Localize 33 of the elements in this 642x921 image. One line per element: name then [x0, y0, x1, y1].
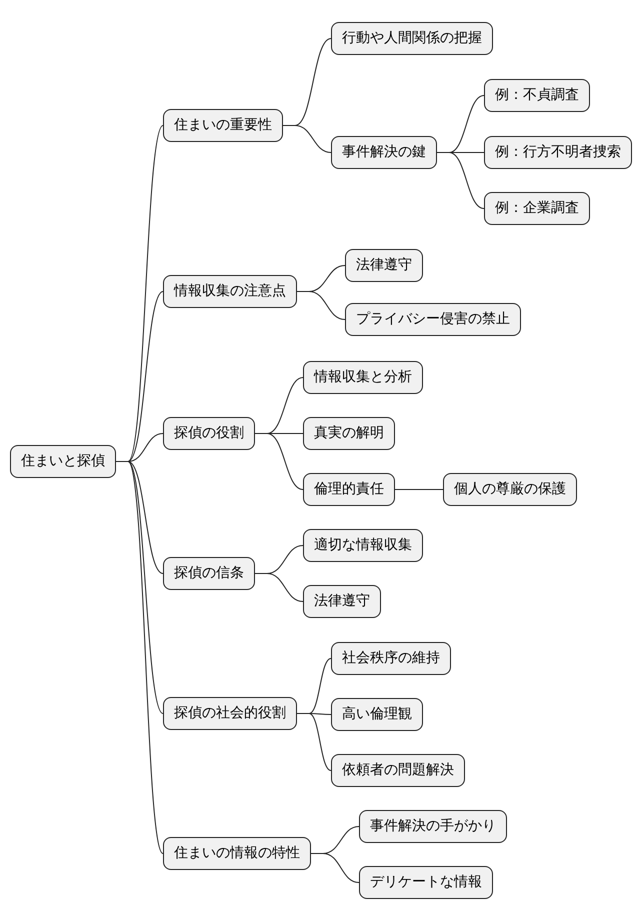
connector-line	[310, 853, 360, 883]
topic-box: 情報収集の注意点	[163, 275, 297, 308]
topic-box: 倫理的責任	[303, 473, 395, 506]
connector-line	[394, 489, 444, 490]
topic-box: デリケートな情報	[359, 866, 493, 899]
connector-line	[296, 713, 332, 771]
connector-line	[254, 433, 304, 490]
topic-box: 探偵の役割	[163, 417, 255, 450]
topic-box: 住まいと探偵	[10, 445, 116, 478]
topic-box: 事件解決の手がかり	[359, 810, 507, 843]
topic-box: 例：不貞調査	[484, 79, 590, 112]
topic-box: 情報収集と分析	[303, 361, 423, 394]
connector-line	[296, 291, 346, 320]
topic-box: プライバシー侵害の禁止	[345, 303, 521, 336]
connector-line	[282, 125, 332, 153]
topic-box: 例：行方不明者捜索	[484, 136, 632, 169]
topic-box: 探偵の社会的役割	[163, 697, 297, 730]
topic-box: 行動や人間関係の把握	[331, 22, 493, 55]
topic-box: 社会秩序の維持	[331, 642, 451, 675]
topic-box: 高い倫理観	[331, 698, 423, 731]
topic-box: 依頼者の問題解決	[331, 754, 465, 787]
connector-line	[436, 152, 484, 209]
topic-box: 事件解決の鍵	[331, 136, 437, 169]
topic-box: 住まいの情報の特性	[163, 837, 311, 870]
topic-box: 住まいの重要性	[163, 109, 283, 142]
topic-box: 法律遵守	[345, 249, 423, 282]
connector-line	[254, 573, 304, 602]
topic-box: 例：企業調査	[484, 192, 590, 225]
topic-box: 真実の解明	[303, 417, 395, 450]
topic-box: 探偵の信条	[163, 557, 255, 590]
topic-box: 法律遵守	[303, 585, 381, 618]
topic-box: 個人の尊厳の保護	[443, 473, 577, 506]
topic-box: 適切な情報収集	[303, 529, 423, 562]
